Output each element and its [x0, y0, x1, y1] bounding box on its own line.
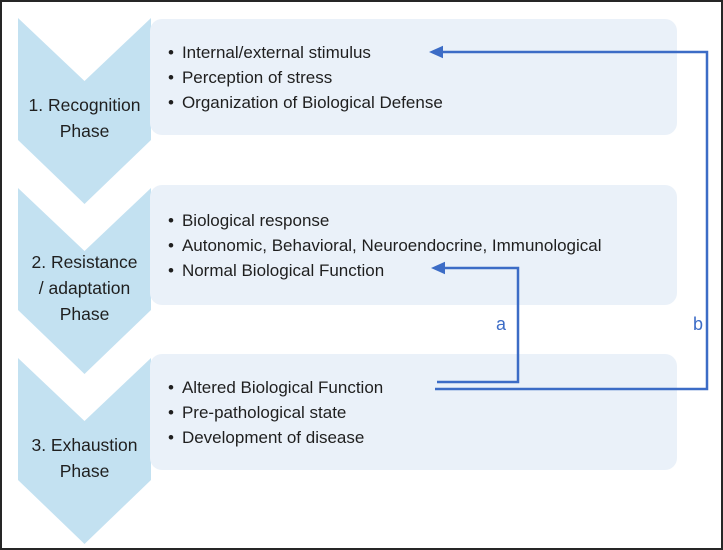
- bullet-item: Normal Biological Function: [168, 258, 669, 283]
- arrow-a-label: a: [495, 314, 507, 334]
- bullet-item: Pre-pathological state: [168, 400, 669, 425]
- phase-label-recognition: 1. Recognition Phase: [18, 18, 151, 204]
- bullet-box-recognition: Internal/external stimulus Perception of…: [150, 19, 677, 135]
- phase-label-line: Phase: [59, 304, 110, 324]
- phase-label-line: 1. Recognition: [28, 95, 141, 115]
- arrow-b-label: b: [692, 314, 704, 334]
- phase-label-exhaustion: 3. Exhaustion Phase: [18, 358, 151, 544]
- chevron-exhaustion-phase: [18, 358, 151, 544]
- bullet-item: Internal/external stimulus: [168, 40, 669, 65]
- chevron-down-shape: [18, 188, 151, 374]
- chevron-resistance-phase: [18, 188, 151, 374]
- bullet-box-exhaustion: Altered Biological Function Pre-patholog…: [150, 354, 677, 470]
- bullet-list: Altered Biological Function Pre-patholog…: [168, 375, 669, 450]
- bullet-item: Development of disease: [168, 425, 669, 450]
- phase-label-line: Phase: [59, 461, 110, 481]
- chevron-recognition-phase: [18, 18, 151, 204]
- bullet-item: Biological response: [168, 208, 669, 233]
- phase-label-line: Phase: [59, 121, 110, 141]
- bullet-list: Biological response Autonomic, Behaviora…: [168, 208, 669, 283]
- phase-label-line: 3. Exhaustion: [31, 435, 138, 455]
- bullet-item: Altered Biological Function: [168, 375, 669, 400]
- bullet-box-resistance: Biological response Autonomic, Behaviora…: [150, 185, 677, 305]
- bullet-item: Autonomic, Behavioral, Neuroendocrine, I…: [168, 233, 669, 258]
- chevron-down-shape: [18, 358, 151, 544]
- phase-label-line: / adaptation: [38, 278, 131, 298]
- bullet-item: Organization of Biological Defense: [168, 90, 669, 115]
- bullet-list: Internal/external stimulus Perception of…: [168, 40, 669, 115]
- bullet-item: Perception of stress: [168, 65, 669, 90]
- phase-label-line: 2. Resistance: [31, 252, 138, 272]
- phase-label-resistance: 2. Resistance / adaptation Phase: [18, 188, 151, 374]
- chevron-down-shape: [18, 18, 151, 204]
